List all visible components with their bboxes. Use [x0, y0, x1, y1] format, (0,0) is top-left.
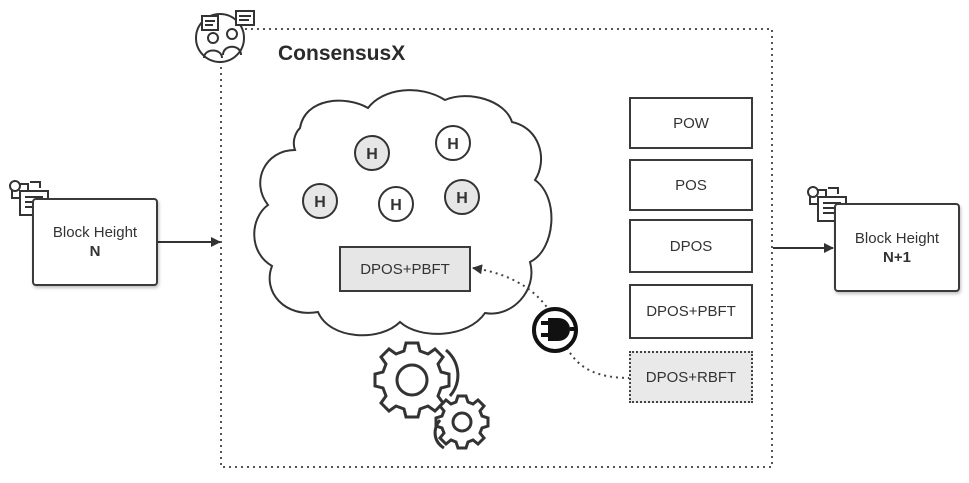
block-height-n-plus-1-card: Block Height N+1 — [834, 203, 960, 292]
block-height-value: N — [89, 243, 101, 260]
node-4-label: H — [390, 197, 402, 214]
node-1: H — [354, 135, 390, 171]
diagram-title: ConsensusX — [278, 42, 406, 65]
node-2-label: H — [447, 136, 459, 153]
consensus-container — [220, 28, 773, 468]
node-5: H — [444, 179, 480, 215]
active-algorithm-box: DPOS+PBFT — [339, 246, 471, 292]
block-height-label: Block Height — [854, 229, 940, 247]
plug-icon — [532, 307, 578, 353]
block-height-label: Block Height — [52, 224, 138, 241]
gears-icon — [373, 341, 490, 450]
node-5-label: H — [456, 190, 468, 207]
team-icon — [195, 10, 255, 63]
algorithm-dpos: DPOS — [629, 219, 753, 273]
algorithm-pos: POS — [629, 159, 753, 211]
node-3: H — [302, 183, 338, 219]
node-2: H — [435, 125, 471, 161]
algorithm-dpos-pbft: DPOS+PBFT — [629, 284, 753, 339]
algorithm-pow: POW — [629, 97, 753, 149]
block-height-value: N+1 — [883, 248, 911, 266]
node-1-label: H — [366, 146, 378, 163]
algorithm-dpos-rbft: DPOS+RBFT — [629, 351, 753, 403]
block-height-n-card: Block Height N — [32, 198, 158, 286]
node-3-label: H — [314, 194, 326, 211]
node-4: H — [378, 186, 414, 222]
